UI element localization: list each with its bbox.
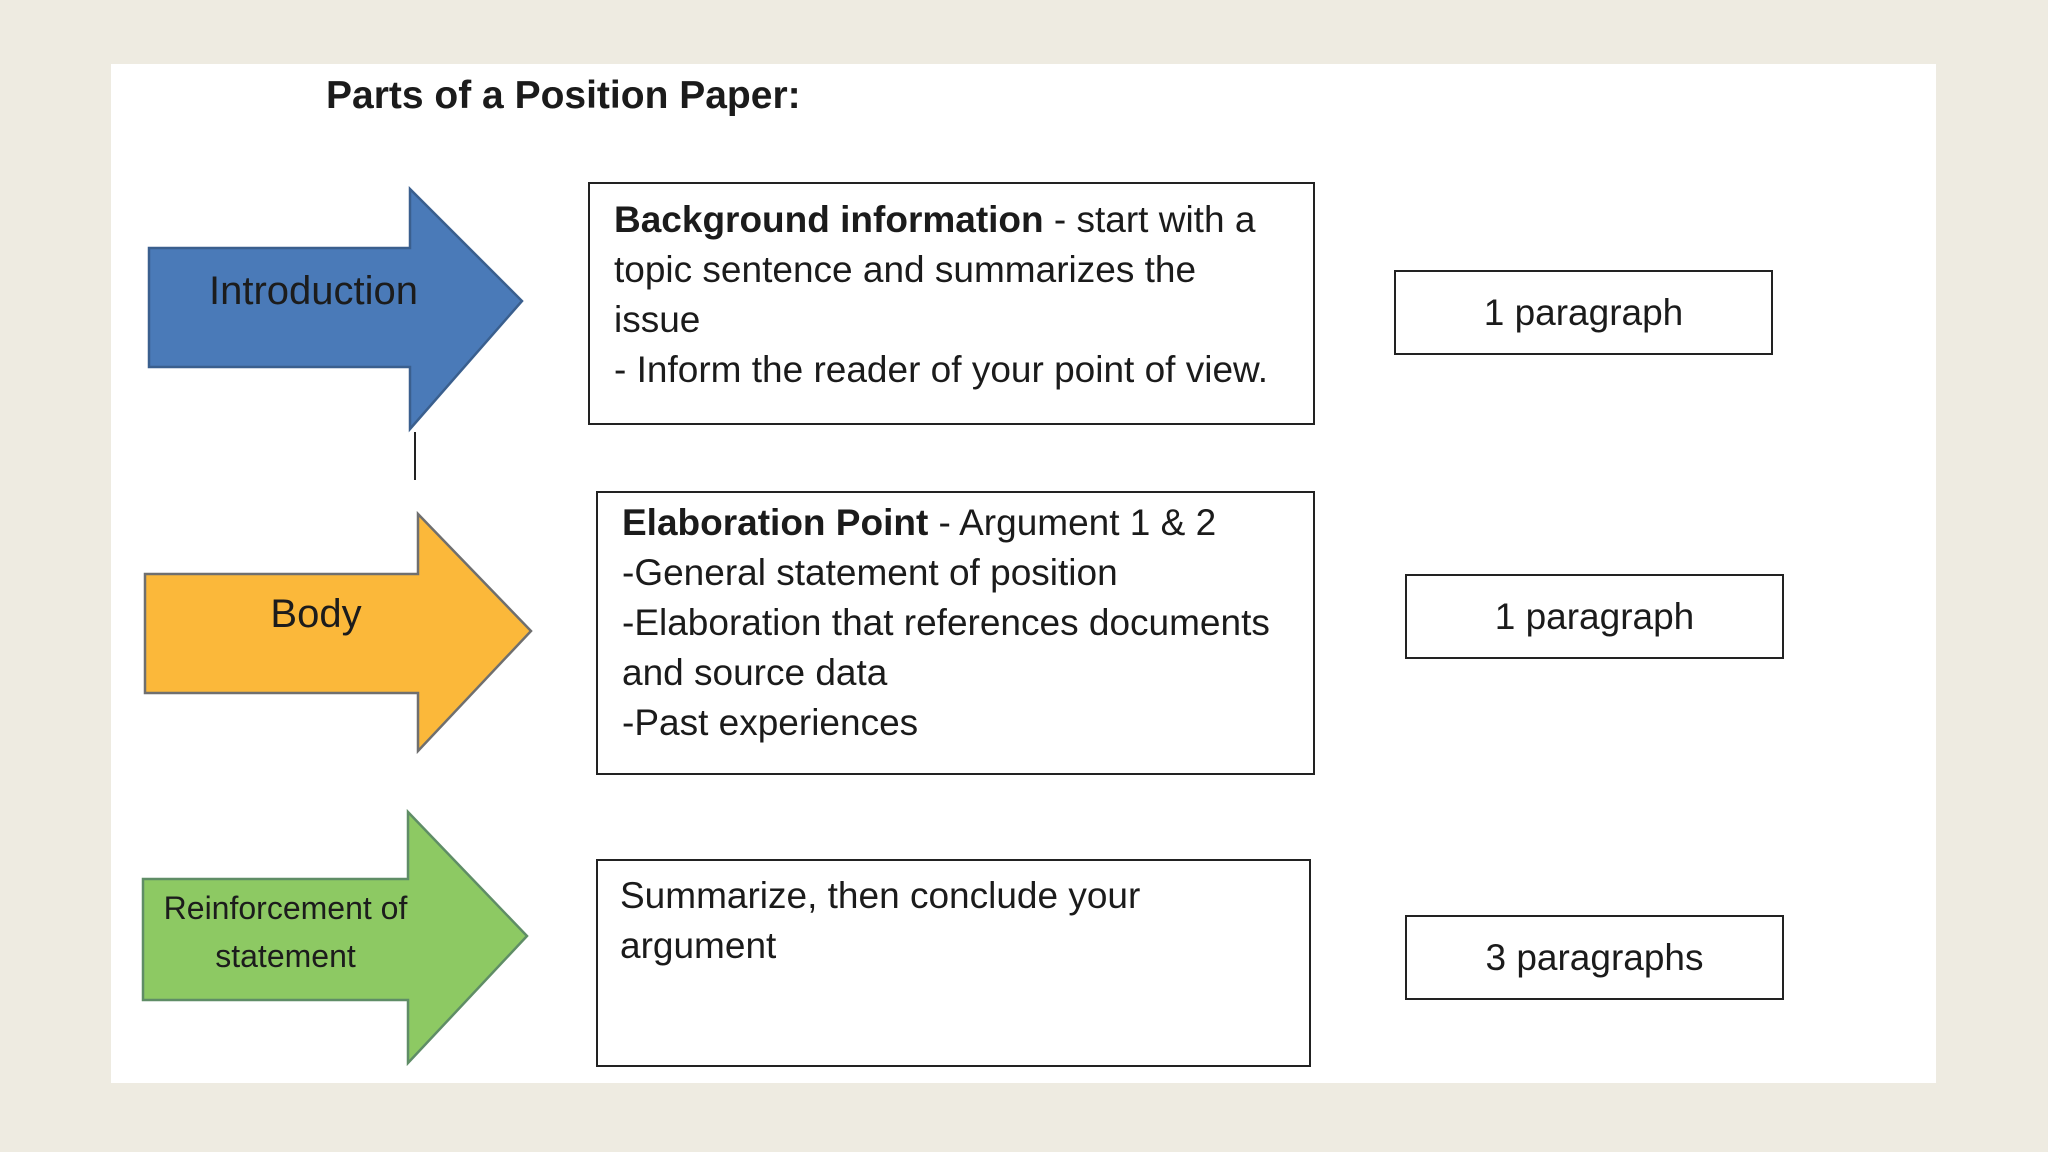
box-2-line-3: and source data <box>622 652 888 693</box>
box-2-line-4: -Past experiences <box>622 702 919 743</box>
connector-line <box>414 432 416 480</box>
box-2-line-1: -General statement of position <box>622 552 1118 593</box>
box-3-line-1: Summarize, then conclude your <box>620 875 1141 916</box>
introduction-arrow-shape <box>147 185 524 433</box>
box-1-heading-line: Background information - start with a <box>614 195 1297 245</box>
box-1-line-2: issue <box>614 299 701 340</box>
diagram-canvas: Parts of a Position Paper: Introduction … <box>111 64 1936 1083</box>
box-2-heading: Elaboration Point <box>622 502 929 543</box>
reinforcement-label-line-2: statement <box>215 938 356 974</box>
box-1-heading: Background information <box>614 199 1044 240</box>
reinforcement-arrow-icon <box>141 808 529 1067</box>
body-arrow-label: Body <box>270 592 362 636</box>
box-2-heading-suffix: - Argument 1 & 2 <box>928 502 1217 543</box>
box-1-heading-suffix: - start with a <box>1043 199 1256 240</box>
box-1-line-1: topic sentence and summarizes the <box>614 249 1197 290</box>
paragraph-count-1: 1 paragraph <box>1394 270 1773 355</box>
reinforcement-arrow-label: Reinforcement of statement <box>153 884 418 980</box>
paragraph-count-2: 1 paragraph <box>1405 574 1784 659</box>
paragraph-count-3: 3 paragraphs <box>1405 915 1784 1000</box>
introduction-arrow-label: Introduction <box>208 269 419 313</box>
box-2-heading-line: Elaboration Point - Argument 1 & 2 <box>622 498 1301 548</box>
summary-box: Summarize, then conclude your argument <box>596 859 1311 1067</box>
body-arrow-icon <box>143 510 533 755</box>
box-3-line-2: argument <box>620 925 777 966</box>
diagram-title: Parts of a Position Paper: <box>326 74 801 117</box>
reinforcement-label-line-1: Reinforcement of <box>163 890 408 926</box>
elaboration-point-box: Elaboration Point - Argument 1 & 2 -Gene… <box>596 491 1315 775</box>
background-information-box: Background information - start with a to… <box>588 182 1315 425</box>
body-arrow-shape <box>143 510 533 755</box>
reinforcement-arrow-shape <box>141 808 529 1067</box>
box-1-line-3: - Inform the reader of your point of vie… <box>614 349 1268 390</box>
introduction-arrow-icon <box>147 185 524 433</box>
box-2-line-2: -Elaboration that references documents <box>622 602 1270 643</box>
